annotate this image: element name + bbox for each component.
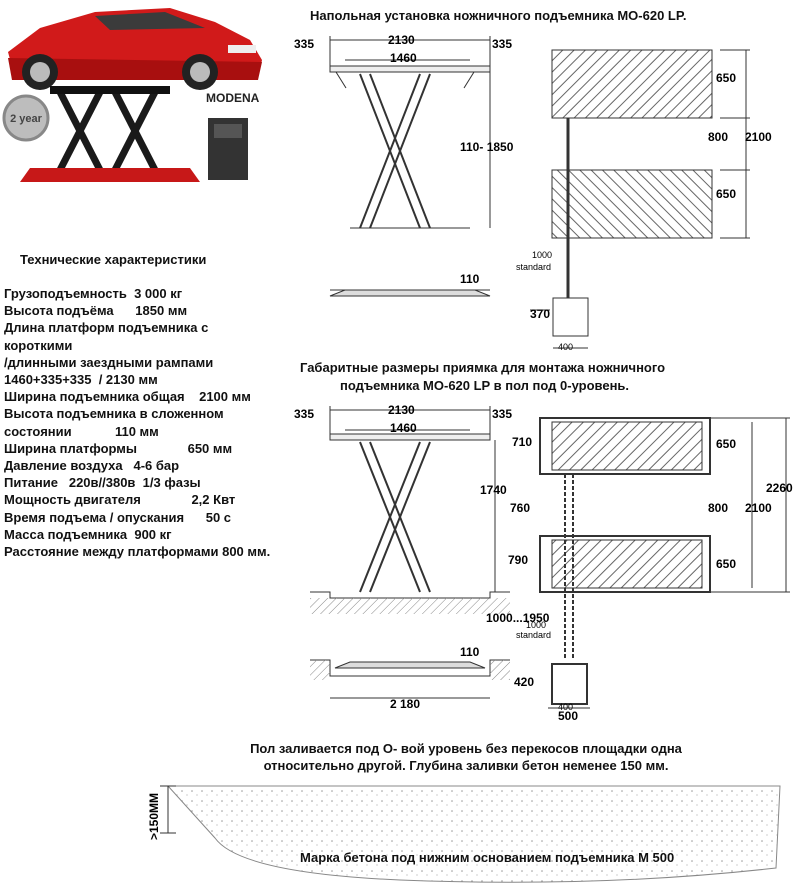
spec-line: короткими	[4, 337, 73, 353]
pit-dim-console-inner: 400	[558, 702, 573, 712]
pit-dim-gap: 800	[708, 501, 728, 515]
concrete-note-line1: Пол заливается под О- вой уровень без пе…	[250, 741, 682, 756]
pit-dim-left-ramp: 335	[294, 407, 314, 421]
pit-dim-total-length: 2130	[388, 403, 415, 417]
pit-dim-length: 2 180	[390, 697, 420, 711]
spec-line: Время подъема / опускания 50 с	[4, 509, 232, 525]
spec-line: состоянии 110 мм	[4, 423, 159, 439]
specs-list: Грузоподъемность 3 000 кг Высота подъёма…	[4, 285, 296, 560]
concrete-slab-drawing: >150ММ	[147, 785, 781, 883]
dim-console-width: 400	[558, 342, 573, 352]
product-photo: 2 year MODENA	[2, 8, 262, 182]
pit-dim-folded: 110	[460, 645, 480, 659]
brand-logo: MODENA	[206, 91, 260, 105]
dim-total-length: 2130	[388, 33, 415, 47]
car-illustration	[8, 8, 262, 90]
dim-platform-width-1: 650	[716, 71, 736, 85]
pit-dim-pit-1: 710	[512, 435, 532, 449]
spec-line: /длинными заездными рампами	[4, 354, 214, 370]
dim-platform-width-2: 650	[716, 187, 736, 201]
pit-dim-console-offset: 420	[514, 675, 534, 689]
pit-title-line2: подъемника МО-620 LP в пол под 0-уровень…	[340, 378, 630, 393]
dim-left-ramp: 335	[294, 37, 314, 51]
dim-folded: 110	[460, 272, 480, 286]
spec-line: Ширина подъемника общая 2100 мм	[4, 389, 251, 405]
dim-gap: 800	[708, 130, 728, 144]
pit-dim-platform-width-2: 650	[716, 557, 736, 571]
dim-console-offset: 370	[530, 307, 550, 321]
spec-line: Ширина платформы 650 мм	[4, 440, 233, 456]
specs-heading: Технические характеристики	[20, 252, 207, 267]
concrete-note-line2: относительно другой. Глубина заливки бет…	[263, 758, 669, 773]
pit-dim-console-width: 500	[558, 709, 578, 723]
pit-title-line1: Габаритные размеры приямка для монтажа н…	[300, 360, 666, 375]
spec-line: 1460+335+335 / 2130 мм	[4, 372, 158, 388]
concrete-grade-label: Марка бетона под нижним основанием подъе…	[300, 850, 675, 865]
spec-line: Высота подъёма 1850 мм	[4, 303, 188, 319]
dim-hose: 1000	[532, 250, 552, 260]
spec-line: Мощность двигателя 2,2 Квт	[4, 492, 236, 508]
warranty-badge	[2, 94, 50, 142]
spec-line: Грузоподъемность 3 000 кг	[4, 286, 183, 301]
pit-dim-platform-width-1: 650	[716, 437, 736, 451]
svg-text:2 year: 2 year	[10, 113, 43, 125]
pit-dim-hose: 1000	[526, 620, 546, 630]
scissor-lift-illustration	[56, 90, 159, 172]
pit-dim-total-pit: 2260	[766, 481, 793, 495]
floor-install-drawings: 335 2130 335 1460 110- 1850 110 650 800 …	[294, 33, 772, 352]
lift-base	[20, 168, 200, 182]
pit-dim-pit-2: 790	[508, 553, 528, 567]
spec-line: Питание 220в//380в 1/3 фазы	[4, 475, 201, 491]
spec-line: Расстояние между платформами 800 мм.	[4, 544, 271, 560]
dim-lift-height: 110- 1850	[460, 140, 514, 154]
spec-line: Длина платформ подъемника с	[4, 320, 209, 336]
dim-platform: 1460	[390, 51, 417, 65]
pit-dim-gap-pit: 760	[510, 501, 530, 515]
pit-dim-platform: 1460	[390, 421, 417, 435]
pit-dim-height: 1740	[480, 483, 507, 497]
spec-line: Масса подъемника 900 кг	[4, 526, 172, 542]
spec-line: Высота подъемника в сложенном	[4, 406, 224, 422]
floor-install-title: Напольная установка ножничного подъемник…	[310, 8, 687, 23]
pit-install-drawings: 335 2130 335 1460 1740 1000...1950 110 2…	[294, 403, 793, 723]
pit-dim-total-width: 2100	[745, 501, 772, 515]
concrete-note: Пол заливается под О- вой уровень без пе…	[216, 740, 716, 774]
dim-total-width: 2100	[745, 130, 772, 144]
dim-right-ramp: 335	[492, 37, 512, 51]
dim-hose-note: standard	[516, 262, 551, 272]
pit-dim-lift-range: 1000...1950	[486, 611, 550, 625]
depth-label: >150ММ	[147, 793, 161, 840]
pit-dim-hose-note: standard	[516, 630, 551, 640]
pit-dim-right-ramp: 335	[492, 407, 512, 421]
spec-line: Давление воздуха 4-6 бар	[4, 458, 180, 474]
